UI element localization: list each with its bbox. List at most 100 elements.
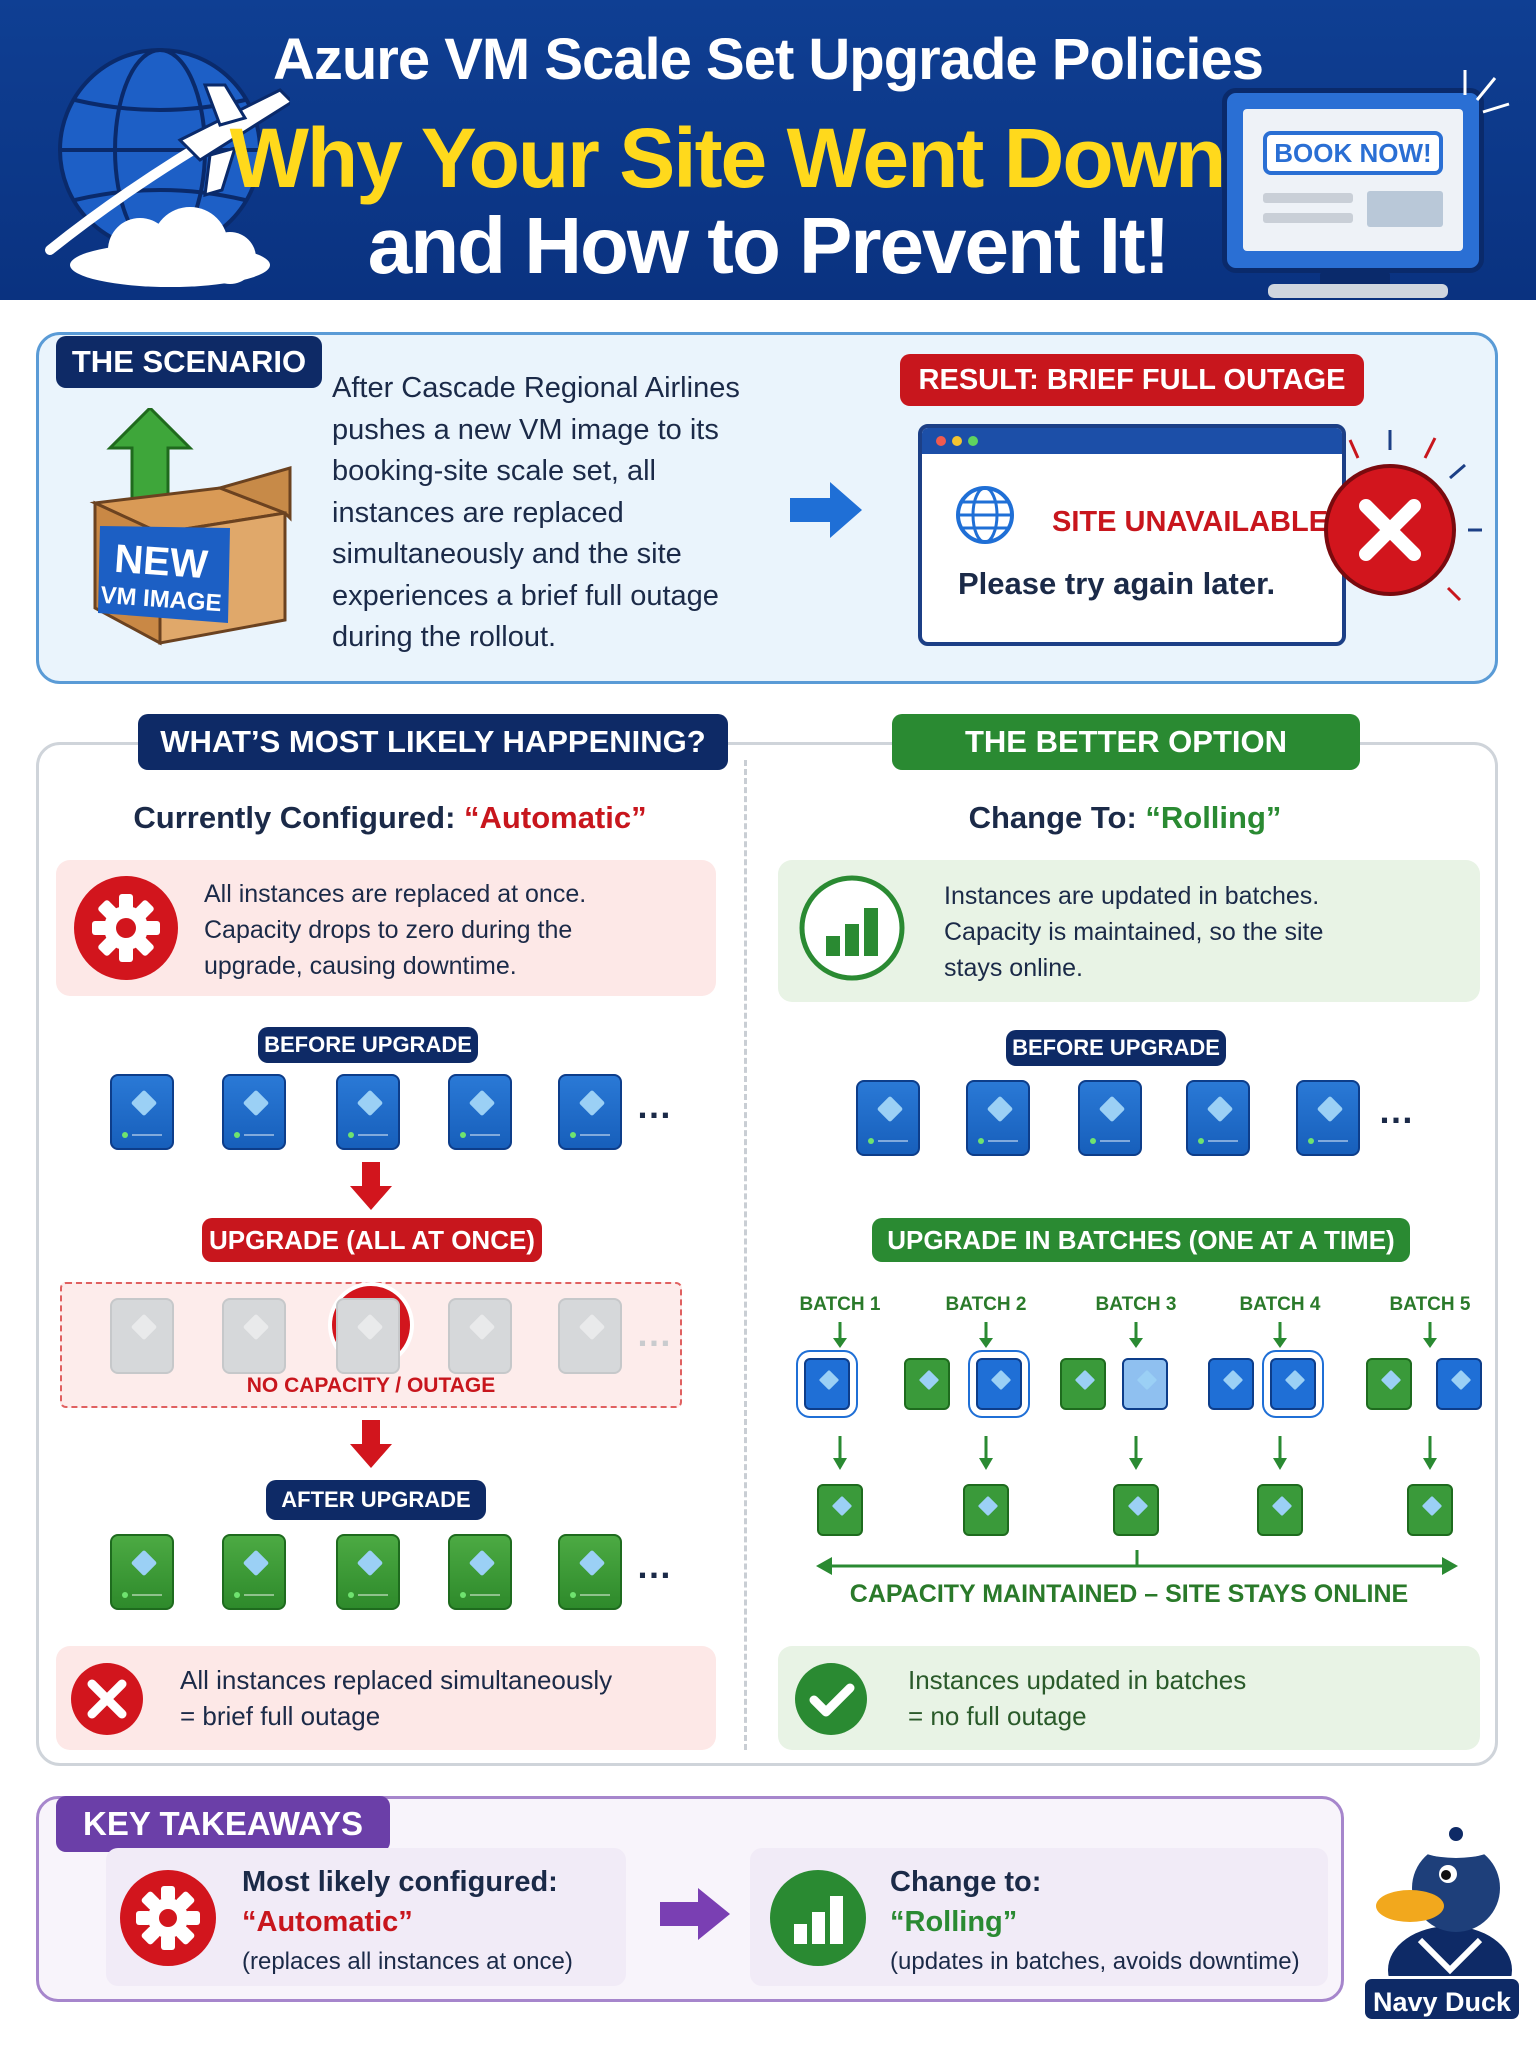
- batch-upgraded-vm-icon: [1407, 1484, 1453, 1536]
- vm-image-box-icon: [89, 408, 292, 646]
- capacity-maintained-label: CAPACITY MAINTAINED – SITE STAYS ONLINE: [849, 1580, 1409, 1608]
- batch-arrows: [833, 1322, 1437, 1470]
- before-upgrade-label-right: BEFORE UPGRADE: [1006, 1030, 1226, 1066]
- vm-instance-icon: [110, 1074, 174, 1150]
- upgrade-all-at-once-label: UPGRADE (ALL AT ONCE): [202, 1218, 542, 1262]
- batch-vm-icon: [804, 1358, 850, 1410]
- change-to: Change To: “Rolling”: [760, 800, 1490, 836]
- page-title: Azure VM Scale Set Upgrade Policies: [272, 27, 1264, 92]
- batch-vm-icon: [1060, 1358, 1106, 1410]
- vm-instance-icon: [856, 1080, 920, 1156]
- vm-instance-upgraded-icon: [558, 1534, 622, 1610]
- ellipsis: …: [1378, 1090, 1414, 1131]
- rolling-note-line-3: stays online.: [944, 954, 1083, 982]
- automatic-note-text: All instances are replaced at once. Capa…: [204, 876, 586, 984]
- rolling-summary-line-1: Instances updated in batches: [908, 1665, 1247, 1695]
- down-arrow-icon: [350, 1162, 392, 1210]
- scenario-label: THE SCENARIO: [56, 336, 322, 388]
- vm-instance-icon: [966, 1080, 1030, 1156]
- takeaway-rolling-note: (updates in batches, avoids downtime): [890, 1948, 1300, 1975]
- mascot-label: Navy Duck: [1362, 1976, 1522, 2022]
- rolling-note-line-1: Instances are updated in batches.: [944, 882, 1320, 910]
- takeaway-rolling-value: “Rolling”: [890, 1906, 1018, 1938]
- error-x-icon: [1324, 430, 1482, 602]
- batch-label-1: BATCH 1: [799, 1294, 881, 1315]
- change-value: “Rolling”: [1145, 800, 1282, 835]
- ellipsis: …: [636, 1085, 672, 1126]
- vm-instance-upgraded-icon: [336, 1534, 400, 1610]
- vm-instance-upgraded-icon: [110, 1534, 174, 1610]
- vm-instance-upgraded-icon: [448, 1534, 512, 1610]
- batch-upgraded-vm-icon: [1257, 1484, 1303, 1536]
- takeaway-automatic-title: Most likely configured:: [242, 1866, 558, 1898]
- vm-instance-icon: [448, 1074, 512, 1150]
- configured-prefix: Currently Configured:: [133, 800, 465, 835]
- right-arrow-icon: [660, 1888, 730, 1940]
- rolling-summary: [778, 1646, 1480, 1750]
- automatic-summary-text: All instances replaced simultaneously = …: [180, 1662, 612, 1734]
- vm-instance-icon: [1186, 1080, 1250, 1156]
- takeaway-automatic-note: (replaces all instances at once): [242, 1948, 573, 1975]
- book-now-button: BOOK NOW!: [1263, 131, 1443, 175]
- takeaway-rolling-title: Change to:: [890, 1866, 1042, 1898]
- batch-vm-icon: [1208, 1358, 1254, 1410]
- no-capacity-label: NO CAPACITY / OUTAGE: [246, 1374, 496, 1397]
- batch-vm-icon: [1366, 1358, 1412, 1410]
- vm-instance-icon: [1078, 1080, 1142, 1156]
- down-arrow-icon: [350, 1420, 392, 1468]
- vm-instance-offline-icon: [222, 1298, 286, 1374]
- vm-instance-offline-icon: [448, 1298, 512, 1374]
- batch-upgraded-vm-icon: [817, 1484, 863, 1536]
- headline-line-1: Why Your Site Went Down—: [229, 111, 1309, 205]
- batch-upgraded-vm-icon: [1113, 1484, 1159, 1536]
- vm-instance-icon: [336, 1074, 400, 1150]
- vm-instance-icon: [222, 1074, 286, 1150]
- ellipsis: …: [636, 1313, 672, 1354]
- upgrade-in-batches-label: UPGRADE IN BATCHES (ONE AT A TIME): [872, 1218, 1410, 1262]
- automatic-note-line-2: Capacity drops to zero during the: [204, 916, 573, 944]
- globe-icon: [956, 486, 1014, 544]
- automatic-summary-line-2: = brief full outage: [180, 1701, 381, 1731]
- box-label-new: NEW: [112, 536, 210, 588]
- right-arrow-icon: [790, 482, 862, 538]
- result-label: RESULT: BRIEF FULL OUTAGE: [900, 354, 1364, 406]
- x-circle-icon: [71, 1663, 143, 1735]
- capacity-span-arrow: [816, 1550, 1458, 1575]
- sparkle-icon: [1463, 70, 1510, 114]
- better-option-label: THE BETTER OPTION: [892, 714, 1360, 770]
- vm-instance-icon: [1296, 1080, 1360, 1156]
- vm-instance-upgraded-icon: [222, 1534, 286, 1610]
- monitor-icon: BOOK NOW!: [1222, 88, 1484, 273]
- header-banner: Azure VM Scale Set Upgrade Policies Why …: [0, 0, 1536, 300]
- rolling-summary-text: Instances updated in batches = no full o…: [908, 1662, 1246, 1734]
- scenario-description: After Cascade Regional Airlines pushes a…: [332, 372, 740, 653]
- automatic-summary-line-1: All instances replaced simultaneously: [180, 1665, 613, 1695]
- gear-icon: [74, 876, 178, 980]
- ellipsis: …: [636, 1545, 672, 1586]
- after-upgrade-label: AFTER UPGRADE: [266, 1480, 486, 1520]
- automatic-summary: [56, 1646, 716, 1750]
- bar-chart-icon: [770, 1870, 866, 1966]
- headline-line-2: and How to Prevent It!: [367, 201, 1171, 290]
- takeaway-automatic-value: “Automatic”: [242, 1906, 413, 1938]
- vm-instance-offline-icon: [110, 1298, 174, 1374]
- error-message: Please try again later.: [958, 566, 1276, 601]
- batch-label-5: BATCH 5: [1389, 1294, 1471, 1315]
- batch-vm-icon: [1122, 1358, 1168, 1410]
- batch-label-4: BATCH 4: [1239, 1294, 1321, 1315]
- batch-label-3: BATCH 3: [1095, 1294, 1177, 1315]
- gear-icon: [120, 1870, 216, 1966]
- batch-vm-icon: [976, 1358, 1022, 1410]
- rolling-note-text: Instances are updated in batches. Capaci…: [944, 878, 1323, 986]
- key-takeaways-label: KEY TAKEAWAYS: [56, 1796, 390, 1852]
- change-prefix: Change To:: [968, 800, 1146, 835]
- batch-label-2: BATCH 2: [945, 1294, 1027, 1315]
- batch-vm-icon: [1436, 1358, 1482, 1410]
- vm-instance-icon: [558, 1074, 622, 1150]
- likely-happening-label: WHAT’S MOST LIKELY HAPPENING?: [138, 714, 728, 770]
- automatic-note-line-1: All instances are replaced at once.: [204, 880, 587, 908]
- vm-instance-offline-icon: [336, 1298, 400, 1374]
- configured-value: “Automatic”: [464, 800, 647, 835]
- before-upgrade-label-left: BEFORE UPGRADE: [258, 1027, 478, 1063]
- vm-instance-offline-icon: [558, 1298, 622, 1374]
